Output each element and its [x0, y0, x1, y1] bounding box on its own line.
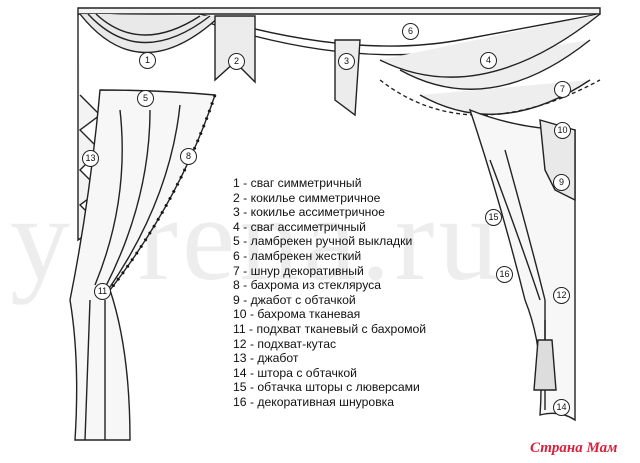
legend-item: 10 - бахрома тканевая	[233, 307, 361, 322]
marker-5: 5	[137, 90, 154, 107]
cascade-asymmetric	[334, 39, 361, 117]
legend-item: 14 - штора с обтачкой	[233, 365, 357, 380]
legend: 1 - сваг симметричный 2 - кокилье симмет…	[233, 176, 426, 410]
marker-10: 10	[554, 122, 571, 139]
marker-11: 11	[94, 283, 111, 300]
legend-item: 5 - ламбрекен ручной выкладки	[233, 234, 413, 249]
legend-item: 16 - декоративная шнуровка	[233, 394, 395, 409]
swag-symmetric	[79, 13, 221, 54]
site-logo: Страна Мам	[530, 440, 618, 456]
marker-2: 2	[228, 53, 245, 70]
marker-3: 3	[338, 53, 355, 70]
legend-item: 12 - подхват-кутас	[233, 336, 337, 351]
marker-15: 15	[485, 209, 502, 226]
tassel-tieback	[533, 300, 557, 391]
legend-item: 7 - шнур декоративный	[233, 263, 364, 278]
legend-item: 6 - ламбрекен жесткий	[233, 248, 362, 263]
marker-4: 4	[480, 52, 497, 69]
marker-6: 6	[402, 23, 419, 40]
marker-14: 14	[553, 399, 570, 416]
marker-1: 1	[139, 52, 156, 69]
legend-item: 13 - джабот	[233, 351, 299, 366]
marker-8: 8	[180, 148, 197, 165]
legend-item: 8 - бахрома из стекляруса	[233, 278, 382, 293]
legend-item: 4 - сваг ассиметричный	[233, 219, 366, 234]
legend-item: 11 - подхват тканевый с бахромой	[233, 321, 427, 336]
cascade-symmetric	[214, 15, 256, 84]
legend-item: 3 - кокилье ассиметричное	[233, 205, 385, 220]
legend-item: 2 - кокилье симметричное	[233, 190, 381, 205]
legend-item: 9 - джабот с обтачкой	[233, 292, 356, 307]
marker-13: 13	[82, 150, 99, 167]
cornice	[77, 7, 601, 15]
legend-item: 1 - сваг симметричный	[233, 176, 362, 190]
marker-12: 12	[553, 287, 570, 304]
legend-item: 15 - обтачка шторы с люверсами	[233, 380, 420, 395]
marker-9: 9	[553, 174, 570, 191]
marker-7: 7	[554, 81, 571, 98]
marker-16: 16	[496, 266, 513, 283]
